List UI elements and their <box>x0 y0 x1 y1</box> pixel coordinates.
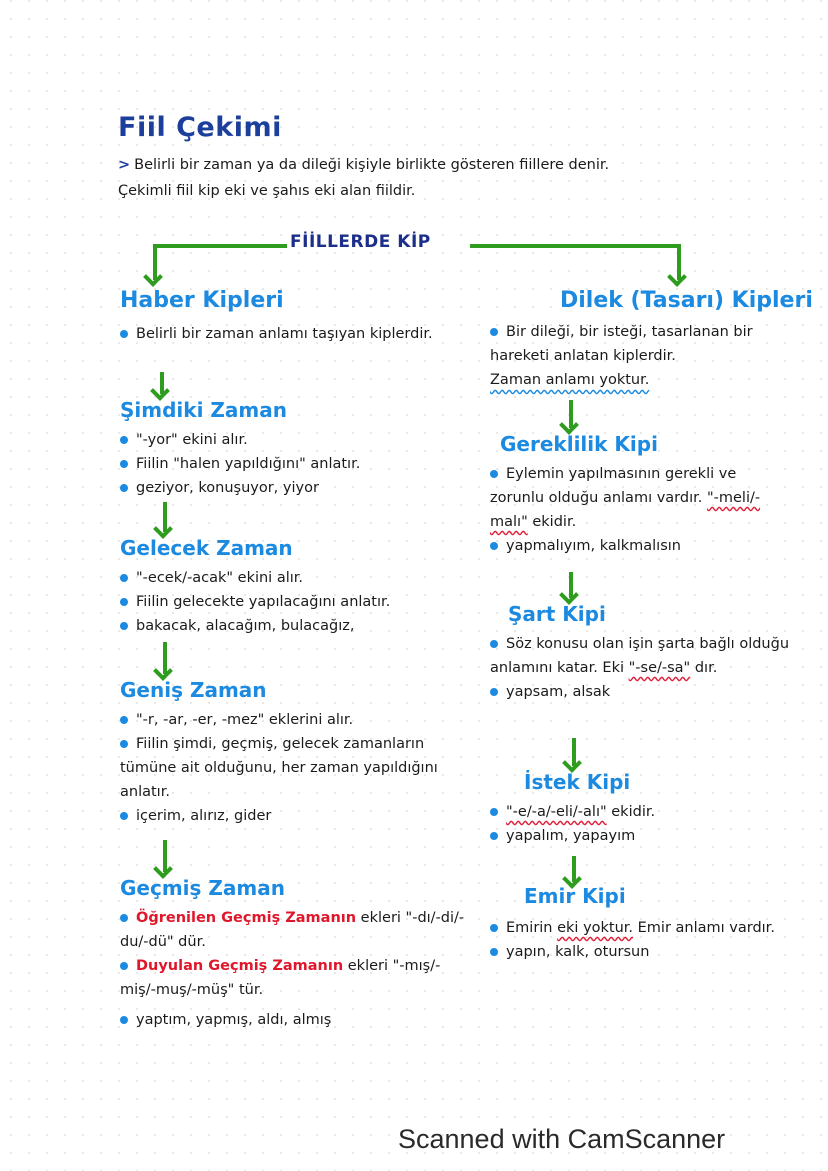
list-item: Fiilin gelecekte yapılacağını anlatır. <box>120 590 470 614</box>
bullet-icon <box>120 962 128 970</box>
bullet-icon <box>490 924 498 932</box>
center-title: FİİLLERDE KİP <box>290 232 431 252</box>
bullet-icon <box>120 914 128 922</box>
bullet-icon <box>120 622 128 630</box>
list-item: içerim, alırız, gider <box>120 804 465 828</box>
list-item: Eylemin yapılmasının gerekli ve zorunlu … <box>490 466 761 530</box>
arrow-down-icon <box>163 642 167 674</box>
heading-simdiki-zaman: Şimdiki Zaman <box>120 398 287 422</box>
bullet-icon <box>490 688 498 696</box>
bullet-icon <box>120 484 128 492</box>
list-item: yaptım, yapmış, aldı, almış <box>120 1008 465 1032</box>
gecmis-zaman-list: Öğrenilen Geçmiş Zamanın ekleri "-dı/-di… <box>120 906 465 1032</box>
arrow-down-icon <box>569 572 573 598</box>
pointer-arrow-icon: > <box>118 157 131 173</box>
list-item: Fiilin "halen yapıldığını" anlatır. <box>120 452 470 476</box>
heading-gecmis-zaman: Geçmiş Zaman <box>120 876 285 900</box>
list-item: Fiilin şimdi, geçmiş, gelecek zamanların… <box>120 736 438 800</box>
bullet-icon <box>490 948 498 956</box>
bullet-icon <box>490 328 498 336</box>
sart-kipi-list: Söz konusu olan işin şarta bağlı olduğu … <box>490 632 790 704</box>
list-item: Söz konusu olan işin şarta bağlı olduğu … <box>490 636 790 676</box>
list-item: yapsam, alsak <box>490 680 790 704</box>
simdiki-zaman-list: "-yor" ekini alır. Fiilin "halen yapıldı… <box>120 428 470 500</box>
bullet-icon <box>490 640 498 648</box>
arrow-down-icon <box>572 738 576 766</box>
bullet-icon <box>120 1016 128 1024</box>
heading-istek-kipi: İstek Kipi <box>524 770 631 794</box>
list-item: Duyulan Geçmiş Zamanın ekleri "-mış/-miş… <box>120 958 441 998</box>
intro-definition: >Belirli bir zaman ya da dileği kişiyle … <box>118 152 778 204</box>
genis-zaman-list: "-r, -ar, -er, -mez" eklerini alır. Fiil… <box>120 708 465 828</box>
heading-sart-kipi: Şart Kipi <box>508 602 606 626</box>
arrow-down-icon <box>153 244 157 280</box>
connector-right-horizontal <box>470 244 680 248</box>
bullet-icon <box>490 470 498 478</box>
bullet-icon <box>120 330 128 338</box>
dilek-kipleri-note: Zaman anlamı yoktur. <box>490 372 650 388</box>
gereklilik-kipi-list: Eylemin yapılmasının gerekli ve zorunlu … <box>490 462 790 558</box>
arrow-down-icon <box>677 244 681 280</box>
heading-gereklilik-kipi: Gereklilik Kipi <box>500 432 658 456</box>
list-item: "-yor" ekini alır. <box>120 428 470 452</box>
list-item: "-r, -ar, -er, -mez" eklerini alır. <box>120 708 465 732</box>
gelecek-zaman-list: "-ecek/-acak" ekini alır. Fiilin gelecek… <box>120 566 470 638</box>
haber-kipleri-desc: Belirli bir zaman anlamı taşıyan kiplerd… <box>120 322 450 346</box>
intro-line-2: Çekimli fiil kip eki ve şahıs eki alan f… <box>118 183 416 199</box>
bullet-icon <box>120 598 128 606</box>
arrow-down-icon <box>160 372 164 394</box>
bullet-icon <box>120 716 128 724</box>
scanner-watermark: Scanned with CamScanner <box>398 1124 726 1154</box>
heading-genis-zaman: Geniş Zaman <box>120 678 267 702</box>
list-item: yapalım, yapayım <box>490 824 790 848</box>
bullet-icon <box>490 542 498 550</box>
list-item: Öğrenilen Geçmiş Zamanın ekleri "-dı/-di… <box>120 910 465 950</box>
arrow-down-icon <box>163 840 167 872</box>
heading-dilek-kipleri: Dilek (Tasarı) Kipleri <box>560 288 813 313</box>
list-item: yapmalıyım, kalkmalısın <box>490 534 790 558</box>
heading-emir-kipi: Emir Kipi <box>524 884 626 908</box>
bullet-icon <box>490 808 498 816</box>
list-item: geziyor, konuşuyor, yiyor <box>120 476 470 500</box>
emir-kipi-list: Emirin eki yoktur. Emir anlamı vardır. y… <box>490 916 790 964</box>
bullet-icon <box>490 832 498 840</box>
list-item: "-ecek/-acak" ekini alır. <box>120 566 470 590</box>
list-item: yapın, kalk, otursun <box>490 940 790 964</box>
heading-haber-kipleri: Haber Kipleri <box>120 288 284 313</box>
heading-gelecek-zaman: Gelecek Zaman <box>120 536 293 560</box>
list-item: "-e/-a/-eli/-alı" ekidir. <box>490 800 790 824</box>
bullet-icon <box>120 574 128 582</box>
arrow-down-icon <box>163 502 167 532</box>
bullet-icon <box>120 436 128 444</box>
arrow-down-icon <box>572 856 576 882</box>
arrow-down-icon <box>569 400 573 428</box>
bullet-icon <box>120 460 128 468</box>
bullet-icon <box>120 740 128 748</box>
list-item: Emirin eki yoktur. Emir anlamı vardır. <box>490 916 790 940</box>
connector-left-horizontal <box>153 244 287 248</box>
dilek-kipleri-desc: Bir dileği, bir isteği, tasarlanan bir h… <box>490 320 790 392</box>
intro-line-1: >Belirli bir zaman ya da dileği kişiyle … <box>118 157 610 173</box>
page-title: Fiil Çekimi <box>118 112 282 143</box>
bullet-icon <box>120 812 128 820</box>
list-item: bakacak, alacağım, bulacağız, <box>120 614 470 638</box>
istek-kipi-list: "-e/-a/-eli/-alı" ekidir. yapalım, yapay… <box>490 800 790 848</box>
